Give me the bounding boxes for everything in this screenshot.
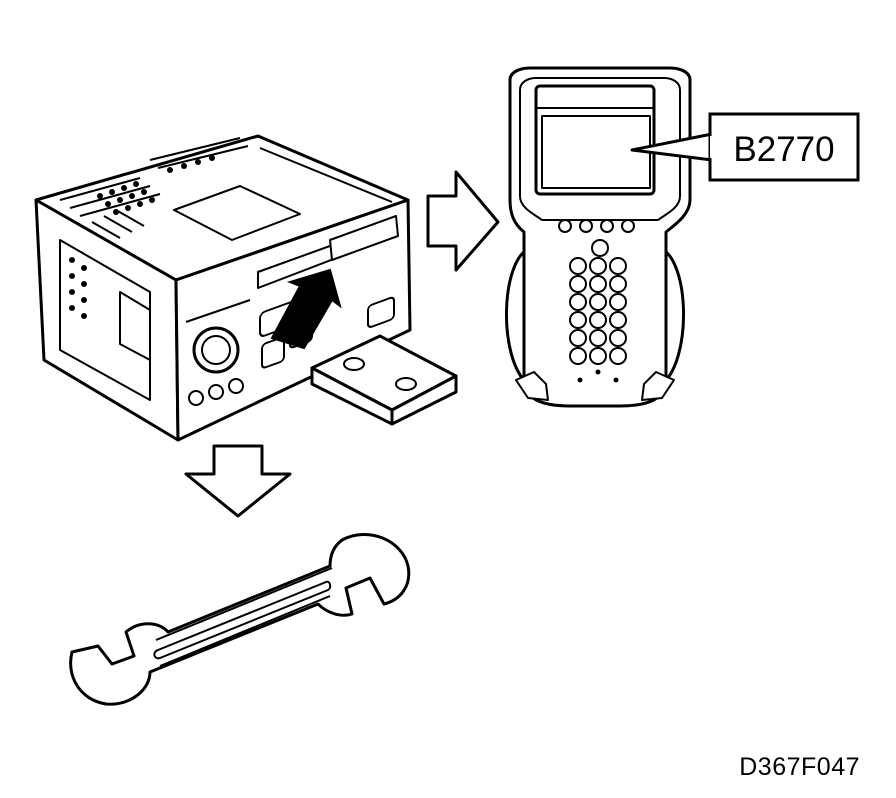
- callout: B2770: [630, 112, 860, 182]
- down-arrow: [184, 444, 292, 518]
- figure-id: D367F047: [739, 753, 860, 781]
- right-arrow: [426, 170, 500, 272]
- insertion-arrow: [270, 268, 342, 350]
- scan-tool: [505, 66, 692, 408]
- wrench-icon: [69, 533, 411, 706]
- key-card: [310, 334, 458, 426]
- callout-code: B2770: [733, 130, 834, 169]
